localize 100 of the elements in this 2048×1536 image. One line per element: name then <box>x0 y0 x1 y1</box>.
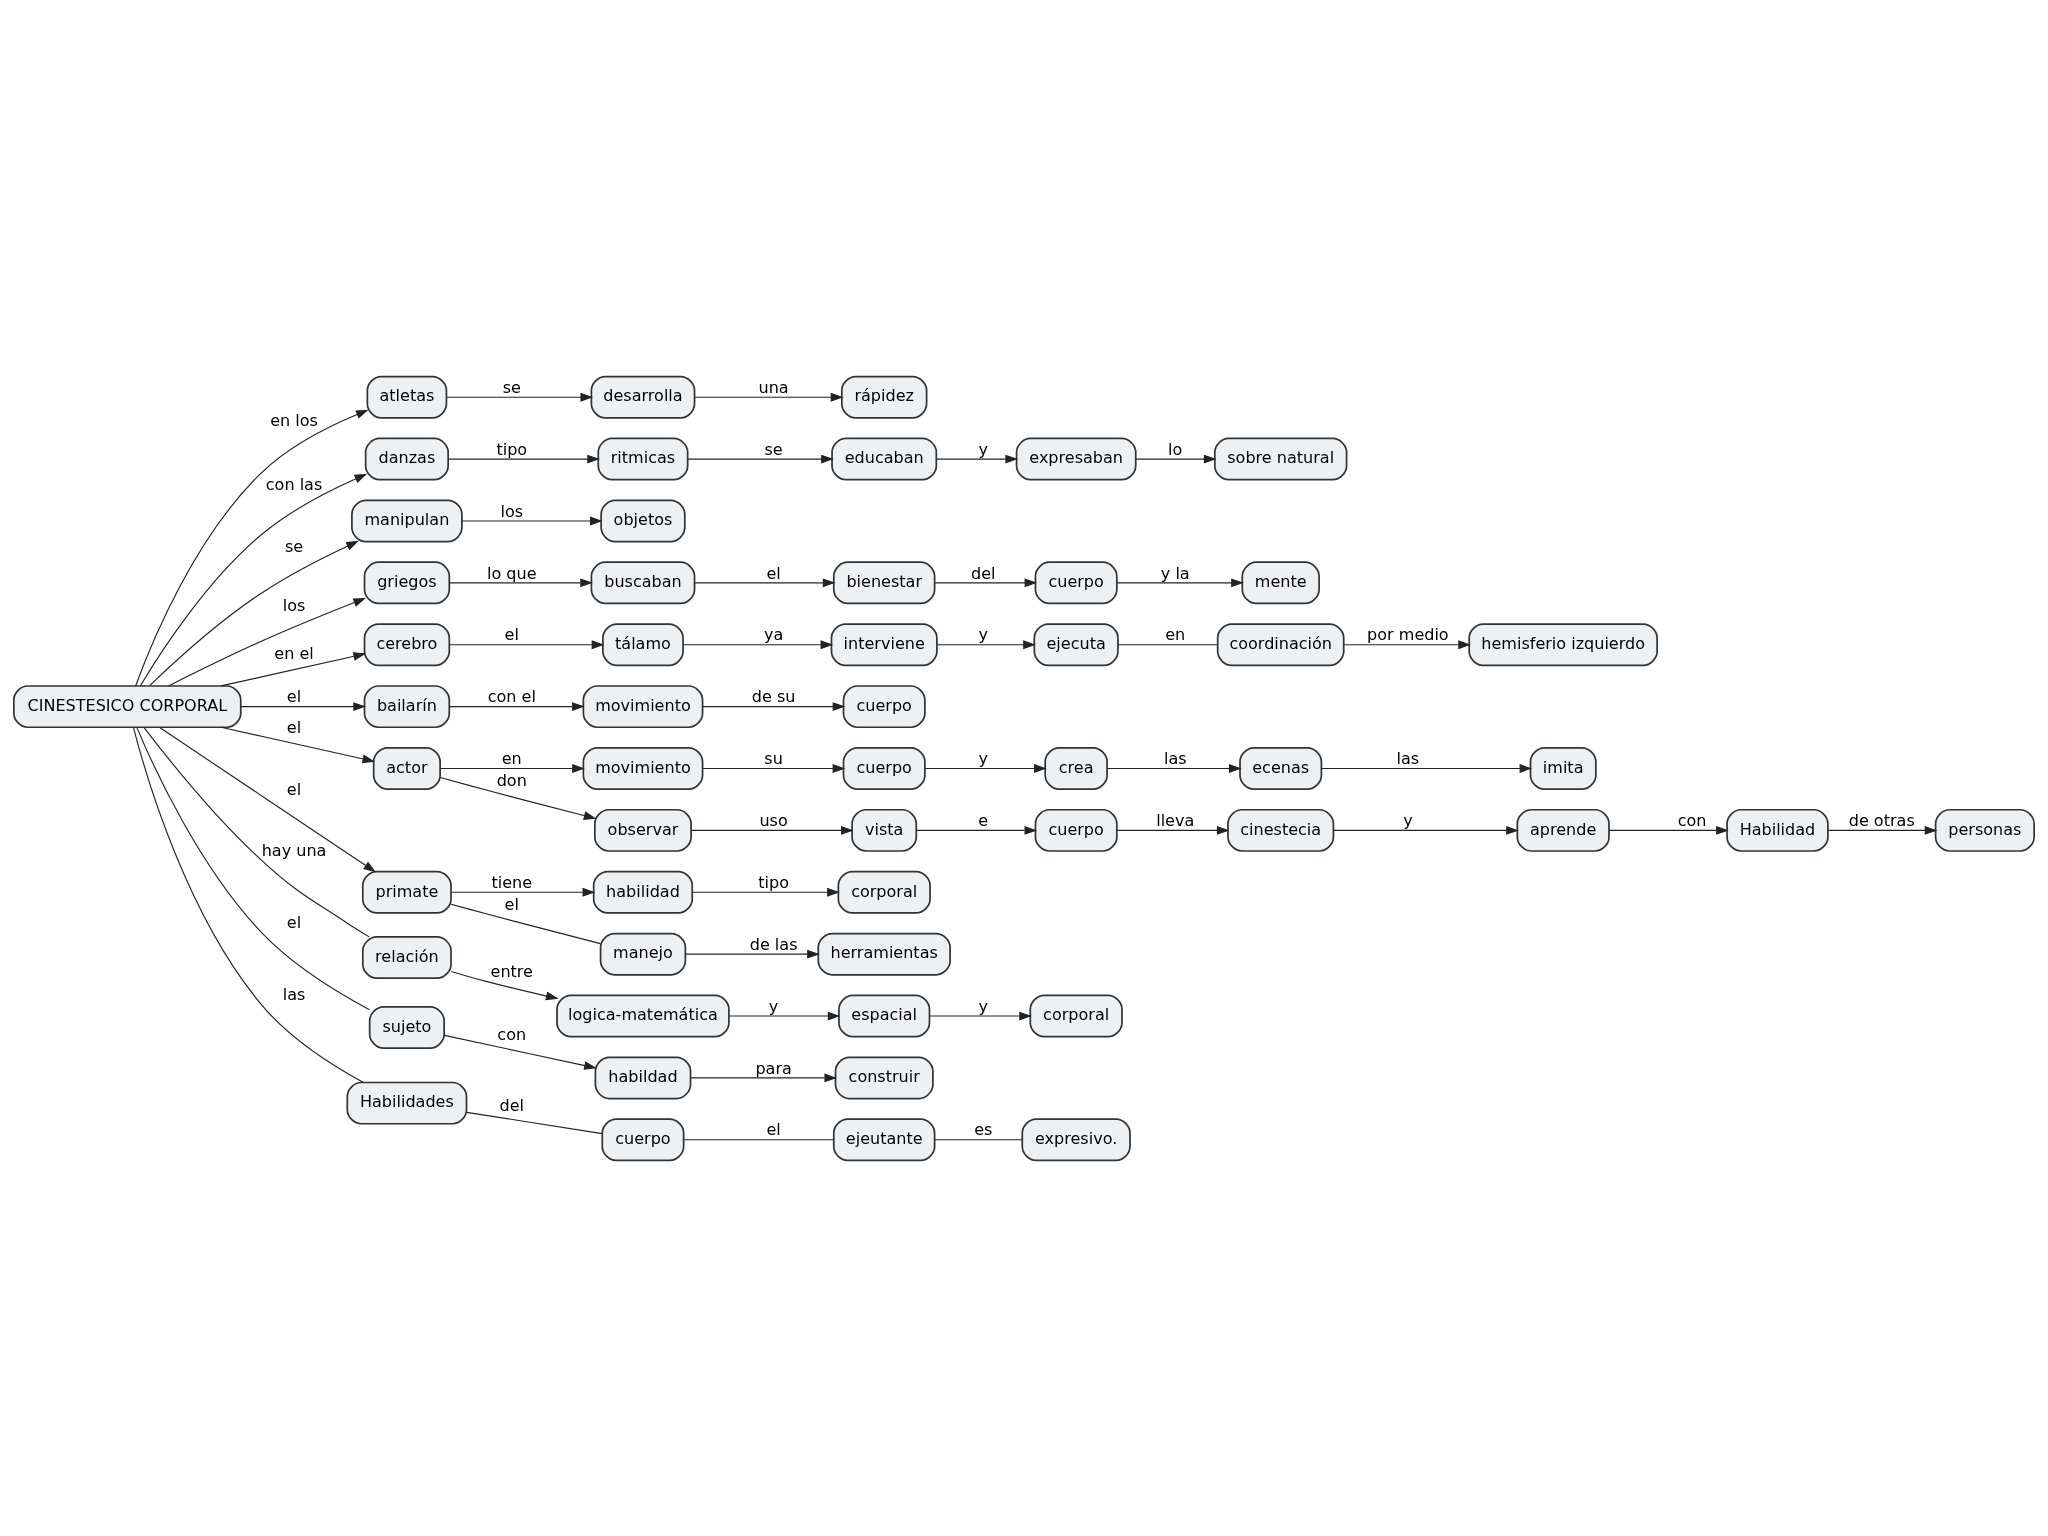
node-box: manipulan <box>351 499 463 542</box>
node-box: movimiento <box>582 746 704 790</box>
node-box: cuerpo <box>842 684 926 728</box>
node-box: atletas <box>366 375 448 419</box>
edge-label: y <box>978 624 989 644</box>
edge-label: y <box>768 996 779 1016</box>
arrow <box>1827 825 1938 835</box>
node-box: ritmicas <box>597 437 689 481</box>
arrow <box>450 887 596 897</box>
arrow <box>929 1011 1032 1020</box>
edge-label: don <box>496 770 527 790</box>
node-box: tálamo <box>602 622 684 666</box>
arrow <box>687 454 834 463</box>
node-box: mente <box>1241 560 1320 604</box>
edge-label: el <box>286 686 302 706</box>
connector <box>683 1138 834 1140</box>
arrow <box>683 639 834 649</box>
node-box: cuerpo <box>601 1117 685 1161</box>
node-box: cinestecia <box>1227 808 1335 852</box>
node-box: ejecuta <box>1033 622 1119 666</box>
arrow <box>1116 825 1230 835</box>
node-box: expresivo. <box>1021 1117 1131 1161</box>
node-box: desarrolla <box>590 375 696 419</box>
node-box: actor <box>372 746 441 790</box>
edge-label: y <box>978 996 989 1016</box>
edge-label: es <box>974 1119 993 1139</box>
edge-label: tipo <box>758 872 789 892</box>
edge-label: y <box>978 439 989 459</box>
arrow <box>694 392 844 402</box>
node-box: ejeutante <box>832 1117 936 1161</box>
arrow <box>916 825 1038 835</box>
edge-label: hay una <box>261 840 327 860</box>
edge-label: el <box>286 912 302 932</box>
arrow <box>440 763 585 773</box>
edge-label: tiene <box>491 872 533 892</box>
edge-label: entre <box>490 961 533 981</box>
edge-label: de otras <box>1848 810 1915 830</box>
arrow <box>691 887 840 897</box>
node-box: griegos <box>363 560 451 604</box>
node-box: aprende <box>1516 808 1610 852</box>
edge-label: el <box>504 894 519 914</box>
edge-label: los <box>500 501 524 521</box>
arrow <box>924 763 1047 773</box>
edge-label: con el <box>487 686 536 706</box>
node-box: cuerpo <box>1034 808 1118 852</box>
edge-label: en los <box>270 410 318 430</box>
arrow <box>934 577 1038 587</box>
edge-label: de su <box>751 686 796 706</box>
node-box: Habilidades <box>346 1081 468 1125</box>
edge-label: lleva <box>1156 810 1195 830</box>
edge-label: uso <box>759 810 788 830</box>
arrow <box>439 776 597 820</box>
arrow <box>139 473 368 686</box>
edge-label: las <box>1396 748 1420 768</box>
arrow <box>448 577 593 587</box>
arrow <box>1333 825 1519 835</box>
arrow <box>1608 825 1729 835</box>
arrow <box>936 639 1036 649</box>
node-box: rápidez <box>840 375 928 419</box>
arrow <box>149 540 359 686</box>
edge-label: las <box>1163 748 1187 768</box>
connector <box>934 1138 1023 1140</box>
node-box: movimiento <box>582 684 704 728</box>
arrow <box>690 825 854 835</box>
edge-label: con <box>1677 810 1707 830</box>
arrow <box>1106 763 1242 773</box>
arrow <box>728 1011 841 1020</box>
edge-label: por medio <box>1367 624 1449 644</box>
edge-label: una <box>758 377 789 397</box>
arrow <box>1320 763 1533 773</box>
node-box: corporal <box>1029 994 1123 1037</box>
arrow <box>444 1034 597 1070</box>
edge-label: los <box>282 595 306 615</box>
node-box: sobre natural <box>1213 437 1348 481</box>
node-box: CINESTESICO CORPORAL <box>13 684 242 728</box>
connector <box>132 726 364 1083</box>
arrow <box>936 454 1018 463</box>
edge-label: lo <box>1168 439 1183 459</box>
node-box: herramientas <box>817 932 951 976</box>
node-box: cuerpo <box>1034 560 1118 604</box>
edge-label: y la <box>1160 563 1190 582</box>
arrow <box>447 454 600 463</box>
node-box: crea <box>1044 746 1108 790</box>
arrow <box>702 763 846 773</box>
edge-label: las <box>282 984 306 1004</box>
connector <box>466 1111 603 1134</box>
node-box: manejo <box>599 932 687 976</box>
node-box: vista <box>851 808 918 852</box>
arrow <box>1135 454 1217 463</box>
node-box: sujeto <box>368 1005 445 1049</box>
edge-label: de las <box>749 934 798 954</box>
arrow <box>167 597 366 687</box>
node-box: coordinación <box>1216 622 1345 666</box>
node-box: educaban <box>831 437 938 481</box>
edge-label: el <box>286 779 302 799</box>
node-box: cerebro <box>363 622 451 666</box>
edge-label: se <box>764 439 783 459</box>
node-box: observar <box>594 808 692 852</box>
node-box: primate <box>361 870 452 914</box>
node-box: relación <box>361 935 452 979</box>
